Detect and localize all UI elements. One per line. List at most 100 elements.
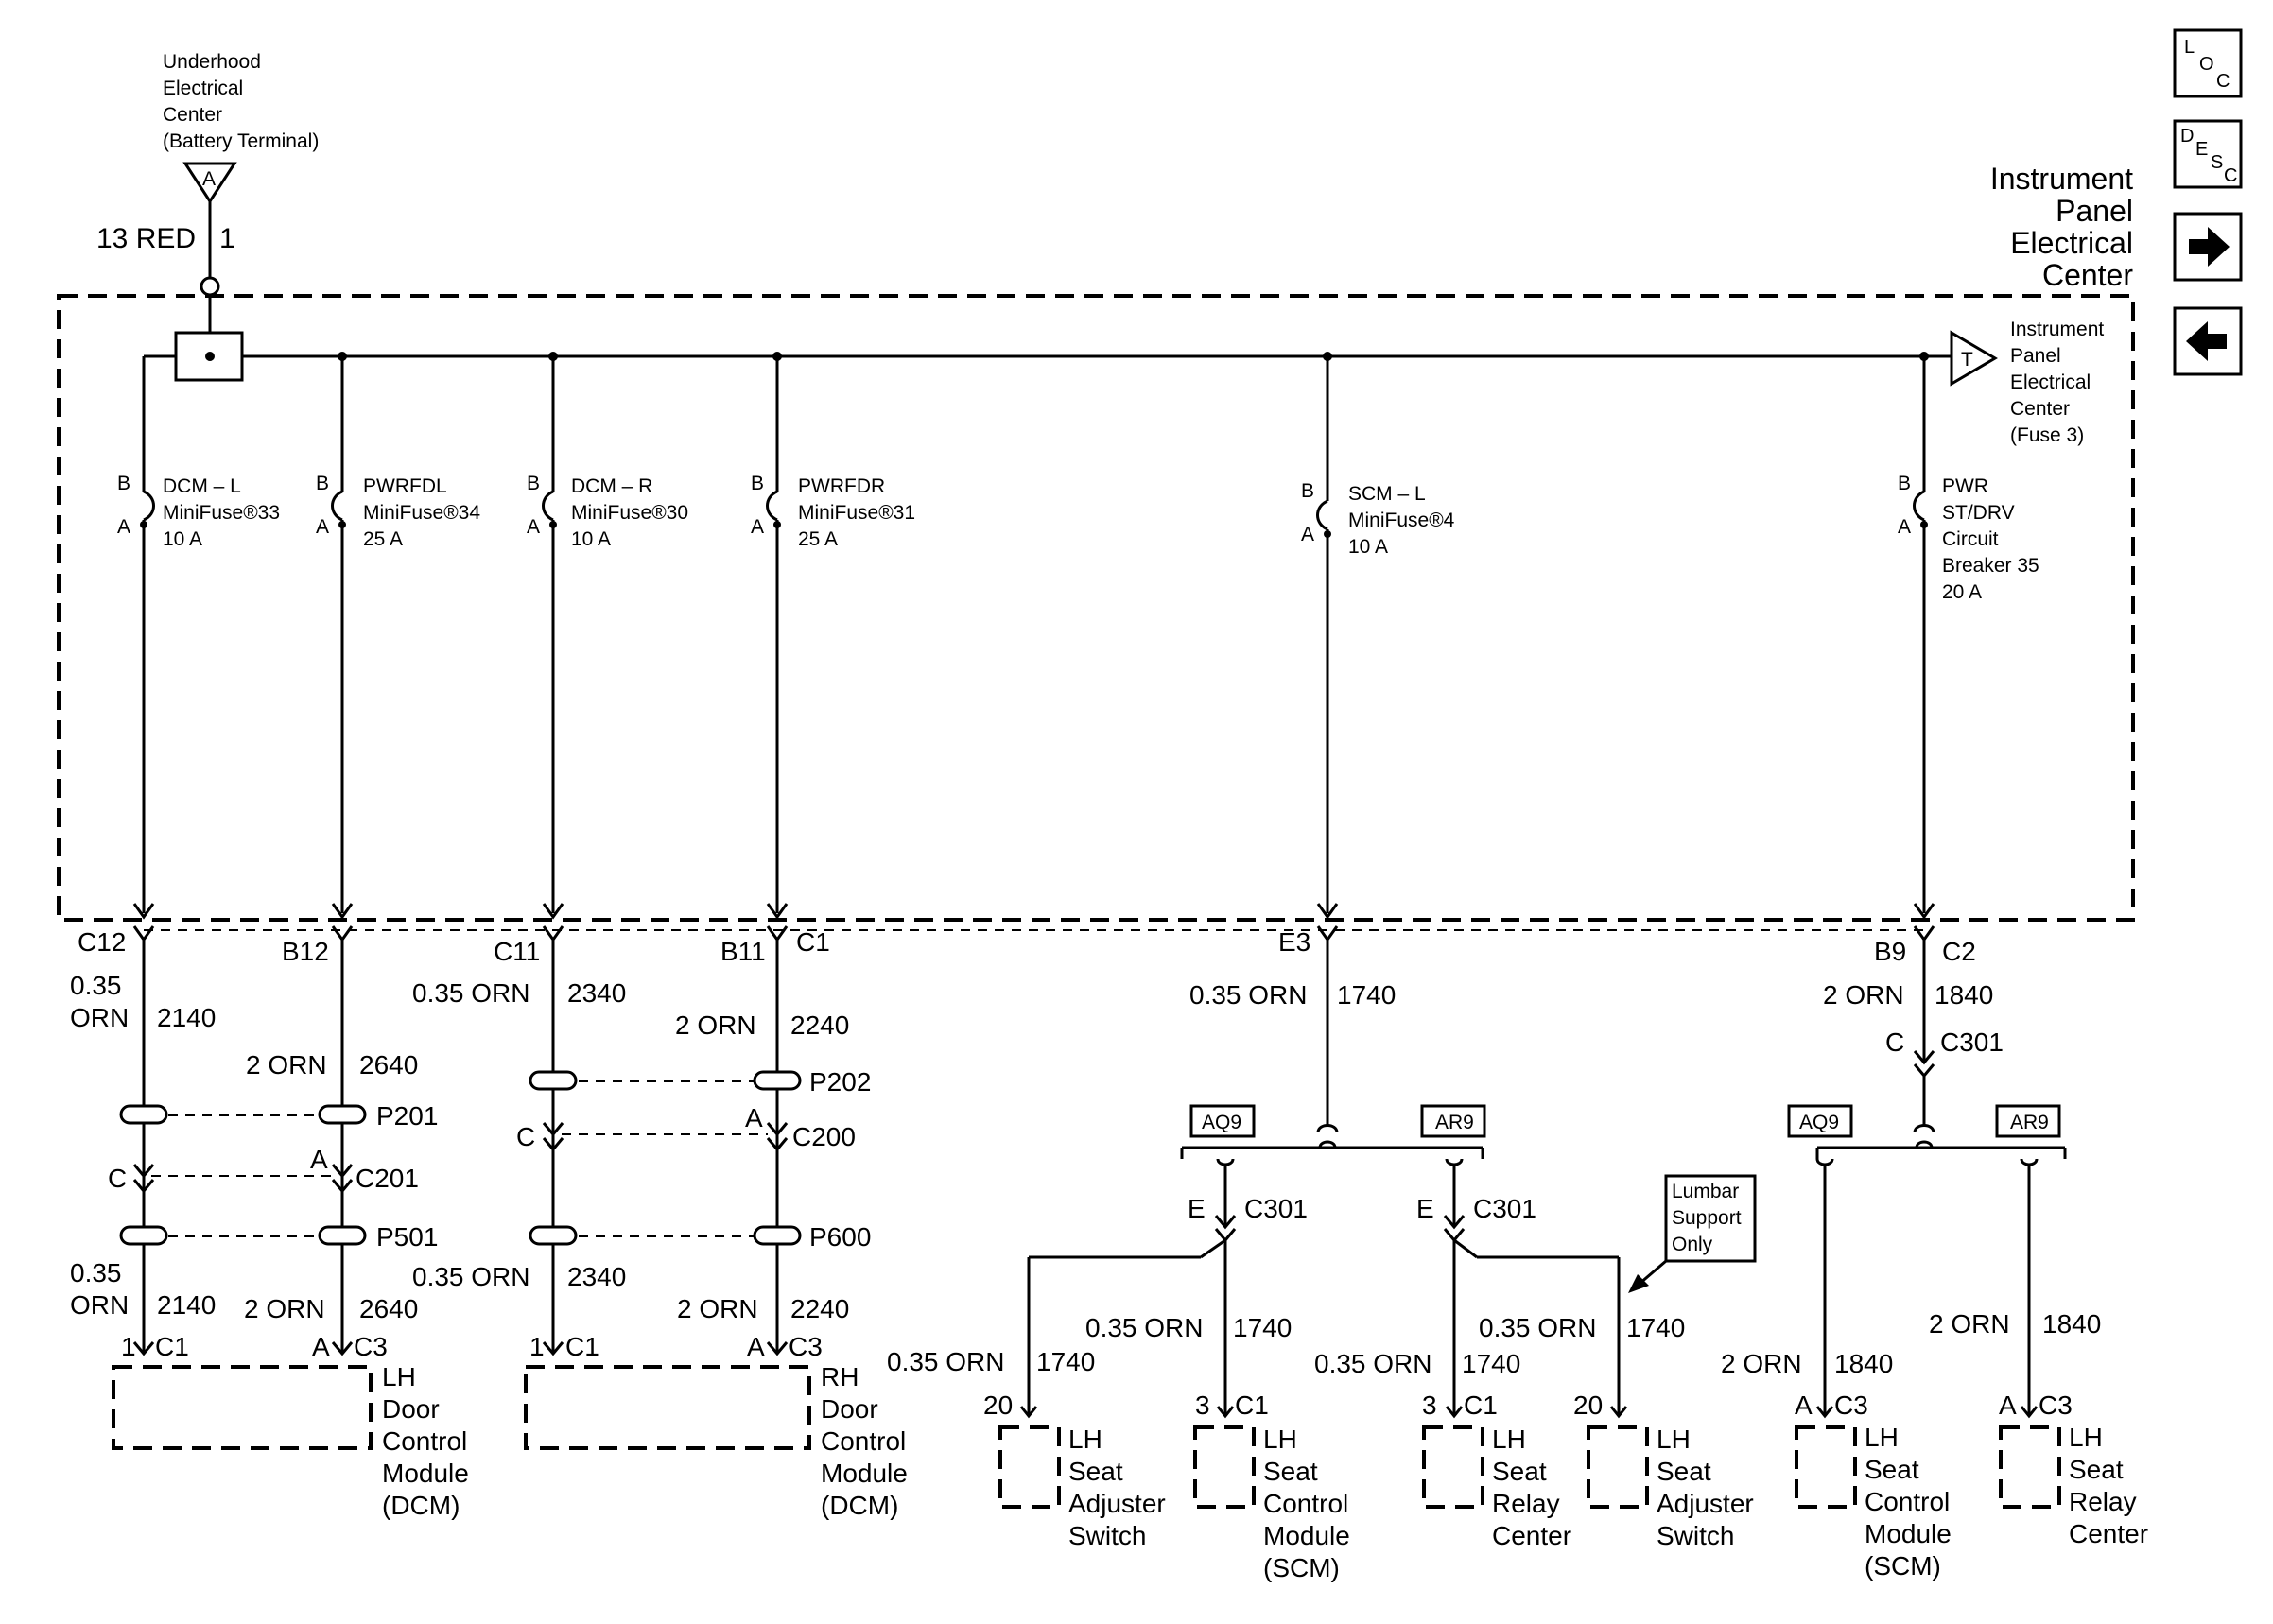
- source-line-1: Underhood: [163, 51, 261, 73]
- connector-e3: E3: [1278, 927, 1310, 957]
- relay2-line-1: LH: [2069, 1423, 2103, 1452]
- rh-dcm-line-3: Control: [821, 1426, 906, 1456]
- relay2-line-2: Seat: [2069, 1455, 2124, 1484]
- wire-1740-adj-label: 0.35 ORN: [887, 1347, 1005, 1376]
- scm-pin-3: 3: [1195, 1391, 1210, 1420]
- c301-breaker-label: C301: [1940, 1028, 2004, 1057]
- lh-seat-control-module-1: LH Seat Control Module (SCM): [1193, 1425, 1350, 1582]
- rh-door-control-module: RH Door Control Module (DCM): [524, 1362, 908, 1520]
- rh-dcm-pin-a: A: [747, 1332, 765, 1361]
- label-p202: P202: [809, 1067, 871, 1097]
- fuse-name: PWRFDL: [363, 475, 447, 497]
- adj-switch-line-3: Adjuster: [1068, 1489, 1166, 1518]
- lumbar-note-box: [1664, 1174, 1757, 1263]
- wire-2640b-label: 2 ORN: [244, 1294, 325, 1323]
- source-splice-circle: [200, 276, 220, 297]
- splice-pack-p201-right: [318, 1104, 367, 1125]
- fuse-name: SCM – L: [1348, 483, 1426, 505]
- lh-dcm-pin-a: A: [312, 1332, 330, 1361]
- fuse-rating: 25 A: [363, 528, 403, 550]
- wire-1840-scm-label: 2 ORN: [1721, 1349, 1802, 1378]
- panel-ref-label: Instrument Panel Electrical Center (Fuse…: [2010, 319, 2104, 446]
- splice-pack-p202-left: [529, 1070, 578, 1091]
- scm2-line-3: Control: [1865, 1487, 1950, 1516]
- source-line-2: Electrical: [163, 78, 243, 99]
- adj-switch-line-1: LH: [1068, 1425, 1102, 1454]
- rh-dcm-line-5: (DCM): [821, 1491, 898, 1520]
- c301-left-label: C301: [1244, 1194, 1308, 1223]
- scm-line-1: LH: [1263, 1425, 1297, 1454]
- wire-1840-relay-label: 2 ORN: [1929, 1309, 2010, 1339]
- source-terminal-letter: A: [202, 168, 216, 190]
- wire-1840-scm-circuit: 1840: [1834, 1349, 1893, 1378]
- adj-switch2-line-3: Adjuster: [1657, 1489, 1754, 1518]
- scm2-line-2: Seat: [1865, 1455, 1919, 1484]
- lh-seat-relay-center-2: LH Seat Relay Center: [1999, 1423, 2148, 1548]
- wire-2140-color: ORN: [70, 1003, 129, 1032]
- breaker-line-3: Circuit: [1942, 528, 1999, 550]
- connector-b11: B11: [720, 937, 766, 966]
- relay2-conn-c3: C3: [2039, 1391, 2073, 1420]
- breaker-line-5: 20 A: [1942, 581, 1982, 603]
- wire-1740-relay-label: 0.35 ORN: [1314, 1349, 1432, 1378]
- next-page-button[interactable]: [2173, 212, 2243, 282]
- previous-page-button[interactable]: [2173, 306, 2243, 376]
- rh-dcm-box: [524, 1365, 811, 1450]
- option-box-aq9: [1189, 1104, 1256, 1138]
- c200-pin-a: A: [745, 1103, 763, 1132]
- source-line-3: Center: [163, 104, 222, 126]
- lumbar-note-line-3: Only: [1672, 1234, 1713, 1255]
- loc-button[interactable]: L O C: [2173, 28, 2243, 98]
- option-ar9: AR9: [1435, 1112, 1474, 1133]
- breaker-line-2: ST/DRV: [1942, 502, 2015, 524]
- label-p501: P501: [376, 1222, 438, 1252]
- lh-seat-adjuster-switch-1: LH Seat Adjuster Switch: [998, 1425, 1166, 1550]
- fuse-symbol: [143, 490, 155, 522]
- option-box-aq9-b: [1787, 1104, 1853, 1138]
- desc-button[interactable]: D E S C: [2173, 119, 2243, 189]
- lh-seat-adjuster-switch-2: LH Seat Adjuster Switch: [1587, 1425, 1754, 1550]
- fuse-type: MiniFuse®4: [1348, 510, 1455, 531]
- lh-door-control-module: LH Door Control Module (DCM): [112, 1362, 469, 1520]
- scm-1740-circuits: 0.35 ORN 1740 AQ9 AR9 E C301 E C301 Lum: [887, 940, 1757, 1420]
- scm-box: [1193, 1425, 1256, 1509]
- panel-ref-line-1: Instrument: [2010, 319, 2104, 340]
- lh-dcm-box: [112, 1365, 373, 1450]
- rh-dcm-conn-c3: C3: [789, 1332, 823, 1361]
- lh-door-circuits: 0.35 ORN 2140 2 ORN 2640 P201 C A C201 P…: [70, 940, 438, 1361]
- fuse-pin-b: B: [1301, 480, 1314, 502]
- wire-1740-scm-label: 0.35 ORN: [1085, 1313, 1204, 1342]
- relay2-pin-a: A: [1999, 1391, 2017, 1420]
- arrow-right-icon: [2189, 227, 2230, 267]
- adj-switch-line-2: Seat: [1068, 1457, 1123, 1486]
- wire-1740-relay-circuit: 1740: [1462, 1349, 1520, 1378]
- label-p600: P600: [809, 1222, 871, 1252]
- rh-dcm-pin-1: 1: [529, 1332, 545, 1361]
- connector-c12: C12: [78, 927, 126, 957]
- source-circuit-label: 1: [219, 223, 235, 254]
- wire-2140b-size: 0.35: [70, 1258, 122, 1287]
- scm2-line-5: (SCM): [1865, 1551, 1941, 1581]
- connector-c2: C2: [1942, 937, 1976, 966]
- breaker-symbol: [1913, 490, 1925, 522]
- fuse-pin-a: A: [1301, 524, 1314, 545]
- fuse-pin-a: A: [751, 516, 764, 538]
- fuse-pin-b: B: [316, 473, 329, 494]
- splice-pack-p600-right: [753, 1225, 802, 1246]
- adj-switch2-box: [1587, 1425, 1649, 1509]
- connector-b9: B9: [1874, 937, 1906, 966]
- fuse-name: PWRFDR: [798, 475, 885, 497]
- breaker-pin-a: A: [1898, 516, 1911, 538]
- scm2-line-4: Module: [1865, 1519, 1952, 1548]
- c200-pin-c: C: [516, 1122, 535, 1151]
- fuse-rating: 25 A: [798, 528, 838, 550]
- desc-letter-e: E: [2195, 139, 2208, 160]
- fuse-type: MiniFuse®33: [163, 502, 280, 524]
- fuse-pin-b: B: [117, 473, 130, 494]
- power-bus: T: [142, 330, 1998, 473]
- scm-line-4: Module: [1263, 1521, 1350, 1550]
- wire-2340-circuit: 2340: [567, 978, 626, 1008]
- adj-switch2-pin-20: 20: [1573, 1391, 1603, 1420]
- next-page-frame: [2173, 212, 2243, 282]
